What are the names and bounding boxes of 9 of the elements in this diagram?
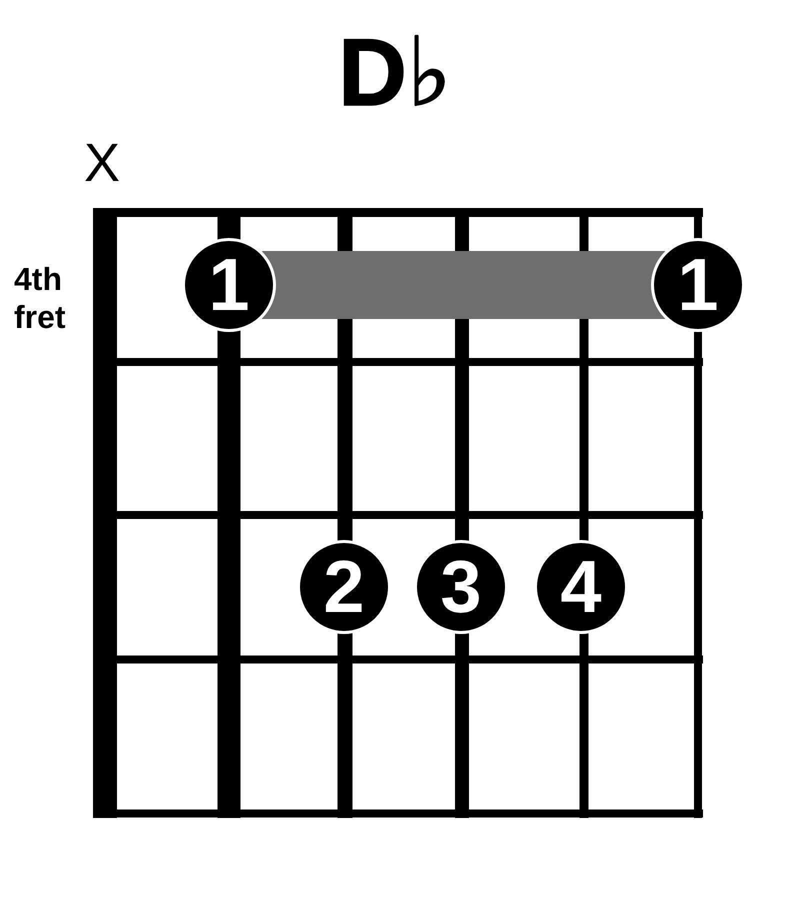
barre-bar xyxy=(261,251,666,319)
finger-number-dot: 3 xyxy=(414,540,508,634)
finger-number-dot: 1 xyxy=(651,238,745,332)
finger-number-dot: 1 xyxy=(182,238,276,332)
finger-number-dot: 2 xyxy=(297,540,391,634)
muted-string-mark: X xyxy=(84,136,120,190)
finger-number-dot: 4 xyxy=(534,540,628,634)
chord-title: D♭ xyxy=(338,26,452,121)
fret-position-label: 4th fret xyxy=(14,260,67,336)
